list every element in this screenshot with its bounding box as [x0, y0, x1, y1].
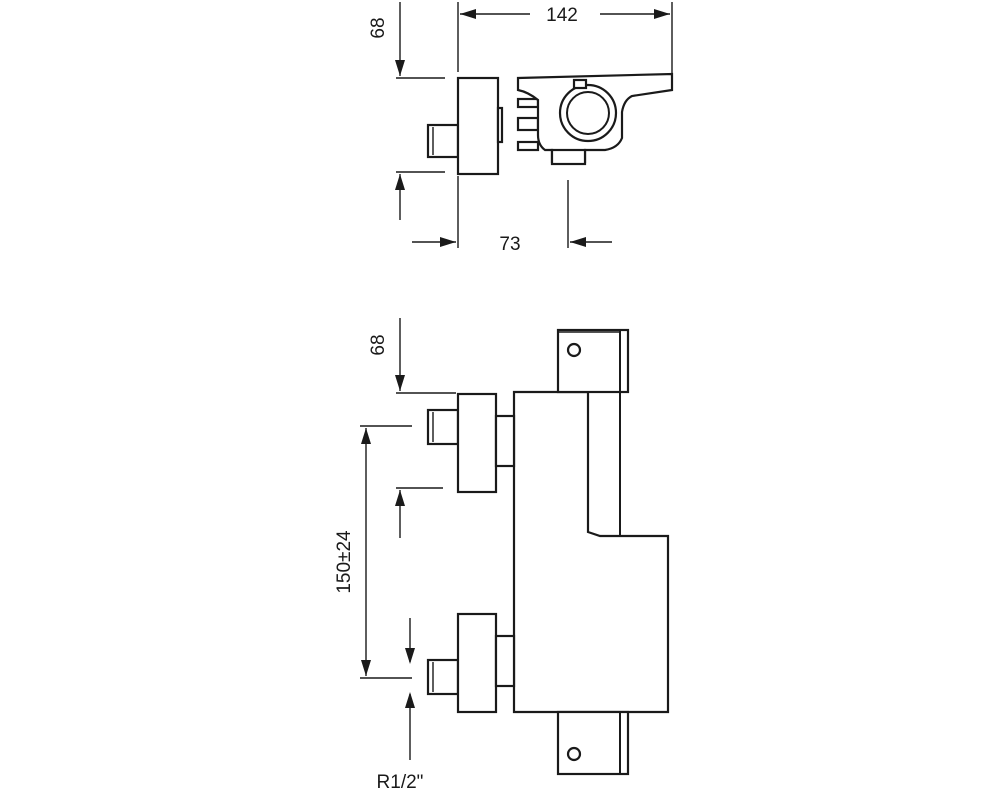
- upper-flange: [456, 392, 498, 494]
- pin-lower: [516, 140, 540, 152]
- wall-flange: [456, 76, 500, 176]
- outlet-stub: [550, 148, 587, 166]
- cartridge-outer: [558, 83, 618, 143]
- mixer-body-front: [512, 390, 670, 714]
- temperature-handle: [556, 328, 630, 394]
- dimension-offset: 73: [412, 176, 612, 255]
- cartridge-inner: [566, 91, 610, 135]
- dim-inlet-label: 68: [368, 334, 389, 355]
- connector-stem: [496, 106, 504, 144]
- front-view: 68 150±24 R1/2": [334, 318, 670, 793]
- dim-offset-label: 73: [499, 234, 520, 255]
- dimension-inlet: 68: [368, 318, 456, 538]
- pin-middle: [516, 116, 540, 132]
- dimension-thread: R1/2": [377, 618, 424, 793]
- dim-thread-label: R1/2": [377, 772, 424, 793]
- dimension-center: 150±24: [334, 425, 412, 679]
- lower-flange: [456, 612, 498, 714]
- dimension-width: 142: [457, 2, 673, 74]
- dim-center-label: 150±24: [334, 530, 355, 594]
- pin-upper: [516, 97, 540, 109]
- flow-handle: [556, 710, 630, 776]
- dim-depth-label: 68: [368, 17, 389, 38]
- top-view: 142 68 73: [368, 2, 674, 255]
- lower-connector: [494, 634, 516, 688]
- handle-bottom-indicator: [566, 746, 582, 762]
- dim-width-label: 142: [546, 5, 578, 26]
- dimension-depth: 68: [368, 2, 445, 220]
- cartridge-tab: [572, 78, 588, 90]
- upper-connector: [494, 414, 516, 468]
- handle-top-indicator: [566, 342, 582, 358]
